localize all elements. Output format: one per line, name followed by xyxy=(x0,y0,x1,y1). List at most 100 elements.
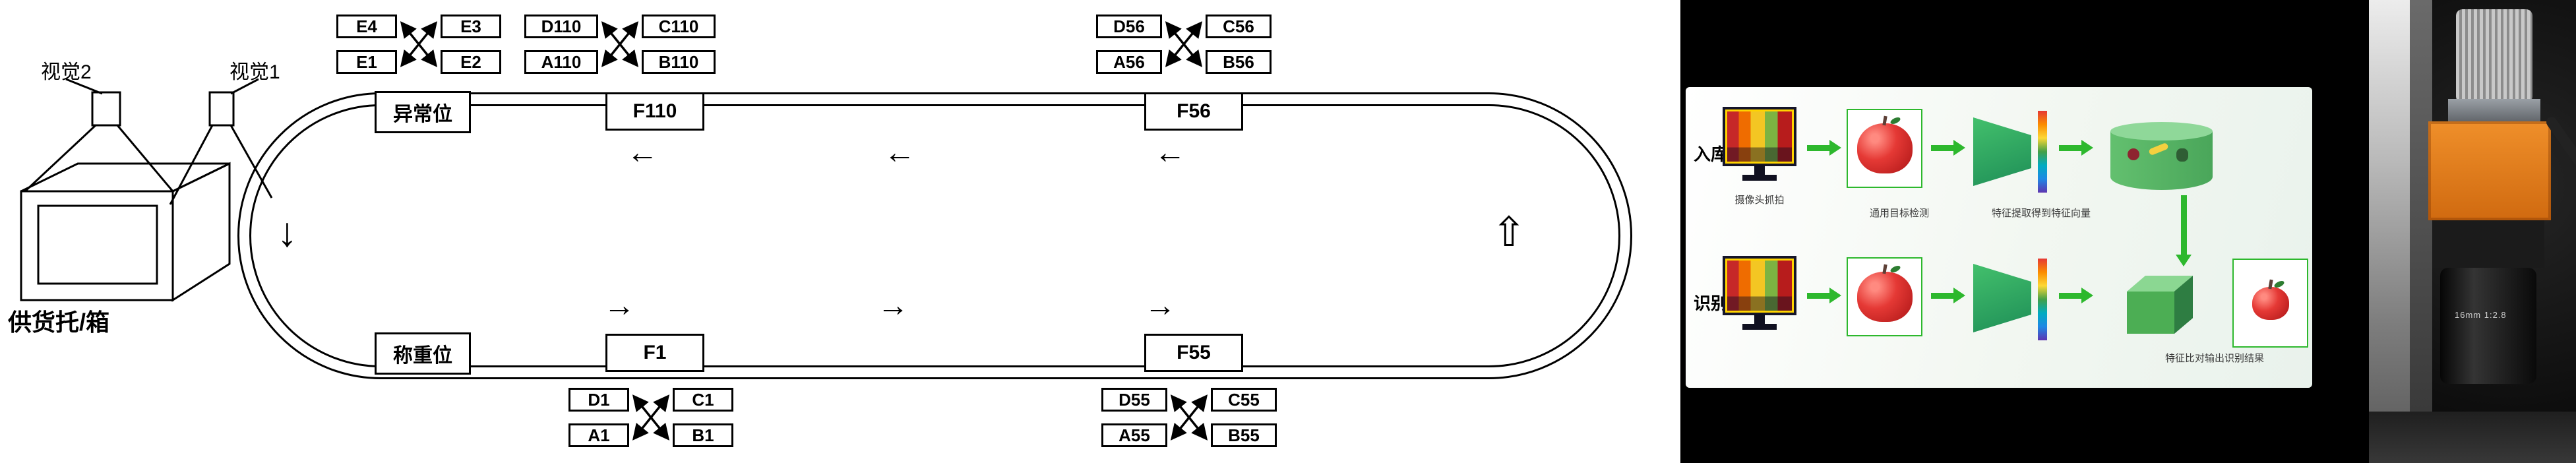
top-lane-left-arrow-icon: ← xyxy=(1154,135,1186,170)
buffer-box: E3 xyxy=(441,15,501,38)
cube-front xyxy=(2127,292,2174,334)
cross-transfer-arrows-icon xyxy=(400,21,438,67)
top-lane-left-arrow-icon: ← xyxy=(884,135,915,170)
bottom-lane-right-arrow-icon: → xyxy=(603,288,635,323)
flow-arrow-right-icon xyxy=(2059,288,2093,303)
camera-mount-plate xyxy=(2448,99,2540,123)
buffer-box: B1 xyxy=(673,423,733,447)
row1-label: 入库 xyxy=(1694,144,1729,164)
cluster-E: E4 E3 E1 E2 xyxy=(336,15,501,74)
camera1-body xyxy=(208,91,235,127)
cluster-110: D110 C110 A110 B110 xyxy=(524,15,716,74)
vision2-leader-line xyxy=(65,78,103,95)
cluster-55: D55 C55 A55 B55 xyxy=(1101,388,1277,447)
cluster-56: D56 C56 A56 B56 xyxy=(1096,15,1272,74)
camera2-view-cone-left xyxy=(24,124,97,193)
apple-silhouette-icon xyxy=(2128,148,2139,160)
camera-orange-module xyxy=(2428,121,2551,220)
buffer-box: A56 xyxy=(1096,50,1162,74)
buffer-box: C110 xyxy=(642,15,716,38)
monitor-stand xyxy=(1742,324,1777,330)
camera-body xyxy=(2432,220,2544,268)
cluster-1: D1 C1 A1 B1 xyxy=(568,388,733,447)
buffer-box: B56 xyxy=(1206,50,1272,74)
supply-box-opening xyxy=(37,204,158,285)
camera1-view-cone-left xyxy=(169,125,214,205)
vision-cameras-and-supply-box-drawing xyxy=(20,78,273,302)
supply-box-front-face xyxy=(20,190,174,301)
recognition-result-box xyxy=(2232,259,2308,348)
buffer-box: C1 xyxy=(673,388,733,412)
apple-icon xyxy=(2252,286,2289,320)
conveyor-loop-inner xyxy=(249,104,1620,367)
flow-arrow-right-icon xyxy=(1807,288,1841,303)
station-abnormal: 异常位 xyxy=(375,91,471,133)
vision2-label: 视觉2 xyxy=(41,61,92,83)
left-end-down-arrow-icon: ↓ xyxy=(277,210,297,255)
camera-knurled-top xyxy=(2456,9,2532,103)
feature-vector-colorbar-2 xyxy=(2038,259,2047,340)
photo-mount-column xyxy=(2410,0,2432,463)
top-lane-left-arrow-icon: ← xyxy=(627,135,658,170)
cross-transfer-arrows-icon xyxy=(601,21,639,67)
buffer-box: B110 xyxy=(642,50,716,74)
camera-lens: 16mm 1:2.8 xyxy=(2440,268,2536,384)
station-f110: F110 xyxy=(605,92,704,131)
camera2-view-cone-right xyxy=(116,125,174,192)
feature-vector-colorbar-1 xyxy=(2038,111,2047,193)
flow-arrow-right-icon xyxy=(1931,288,1965,303)
photo-left-machinery xyxy=(2369,0,2410,463)
camera2-body xyxy=(91,91,121,127)
bottom-lane-right-arrow-icon: → xyxy=(1144,288,1176,323)
apple-icon xyxy=(1856,272,1913,322)
buffer-box: C55 xyxy=(1211,388,1277,412)
flow-arrow-right-icon xyxy=(1931,140,1965,156)
station-f1: F1 xyxy=(605,334,704,372)
caption-camera-capture: 摄像头抓拍 xyxy=(1734,195,1785,206)
supply-box-top-face xyxy=(20,162,230,193)
station-f56: F56 xyxy=(1144,92,1243,131)
camera-monitor-2 xyxy=(1723,256,1796,330)
photo-bottom-machinery xyxy=(2369,412,2576,463)
monitor-frame xyxy=(1723,256,1796,315)
caption-feature-extraction: 特征提取得到特征向量 xyxy=(1991,208,2091,219)
camera-hardware-photo: 16mm 1:2.8 xyxy=(2369,0,2576,463)
grapes-silhouette-icon xyxy=(2176,148,2188,162)
conveyor-loop-outer xyxy=(237,92,1632,379)
detected-apple-box-1 xyxy=(1847,109,1922,188)
buffer-box: E1 xyxy=(336,50,397,74)
buffer-box: E2 xyxy=(441,50,501,74)
vision1-label: 视觉1 xyxy=(230,61,280,83)
detected-apple-box-2 xyxy=(1847,257,1922,336)
bottom-lane-right-arrow-icon: → xyxy=(877,288,909,323)
flow-arrow-right-icon xyxy=(1807,140,1841,156)
camera1-view-cone-right xyxy=(230,125,273,199)
monitor-neck xyxy=(1754,165,1765,175)
supply-pallet-label: 供货托/箱 xyxy=(8,309,110,336)
cylinder-body xyxy=(2110,131,2213,190)
buffer-box: D55 xyxy=(1101,388,1167,412)
cross-transfer-arrows-icon xyxy=(1170,394,1208,441)
buffer-box: E4 xyxy=(336,15,397,38)
right-end-up-arrow-icon: ⇧ xyxy=(1492,210,1526,255)
buffer-box: A1 xyxy=(568,423,629,447)
monitor-screen-fruits xyxy=(1725,109,1794,164)
flow-arrow-right-icon xyxy=(2059,140,2093,156)
buffer-box: C56 xyxy=(1206,15,1272,38)
monitor-neck xyxy=(1754,314,1765,324)
buffer-box: D1 xyxy=(568,388,629,412)
cylinder-top xyxy=(2110,122,2213,140)
buffer-box: B55 xyxy=(1211,423,1277,447)
station-f55: F55 xyxy=(1144,334,1243,372)
apple-icon xyxy=(1856,123,1913,173)
buffer-box: A55 xyxy=(1101,423,1167,447)
buffer-box: D110 xyxy=(524,15,598,38)
caption-object-detection: 通用目标检测 xyxy=(1869,208,1929,219)
monitor-stand xyxy=(1742,175,1777,181)
feature-database-cylinder xyxy=(2110,122,2213,190)
vision1-leader-line xyxy=(230,78,259,95)
cross-transfer-arrows-icon xyxy=(1165,21,1203,67)
cross-transfer-arrows-icon xyxy=(632,394,670,441)
flow-arrow-down-icon xyxy=(2175,195,2192,266)
